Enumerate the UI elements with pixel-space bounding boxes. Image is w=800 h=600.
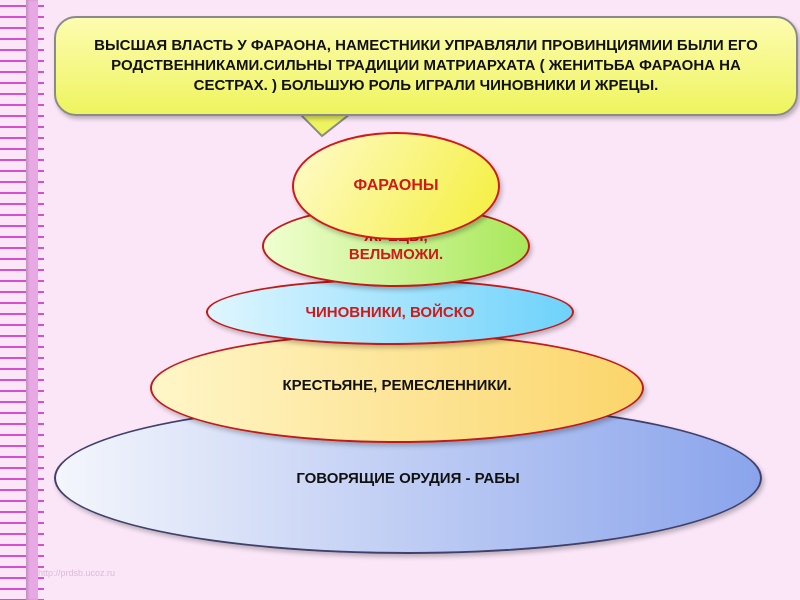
pyramid-level-officials: ЧИНОВНИКИ, ВОЙСКО: [206, 279, 574, 345]
pyramid-level-officials-label: ЧИНОВНИКИ, ВОЙСКО: [305, 303, 475, 321]
pyramid-level-pharaohs-label: ФАРАОНЫ: [353, 177, 439, 194]
pyramid-level-pharaohs: ФАРАОНЫ: [292, 132, 500, 240]
callout-text: ВЫСШАЯ ВЛАСТЬ У ФАРАОНА, НАМЕСТНИКИ УПРА…: [94, 37, 758, 94]
watermark: http://prdsb.ucoz.ru: [38, 568, 116, 578]
pyramid-level-peasants-label: КРЕСТЬЯНЕ, РЕМЕСЛЕННИКИ.: [282, 377, 512, 394]
callout-bubble: ВЫСШАЯ ВЛАСТЬ У ФАРАОНА, НАМЕСТНИКИ УПРА…: [54, 16, 798, 116]
notebook-binding-strip: [26, 0, 38, 600]
pyramid-level-slaves-label: ГОВОРЯЩИЕ ОРУДИЯ - РАБЫ: [296, 469, 520, 487]
pyramid-level-peasants: КРЕСТЬЯНЕ, РЕМЕСЛЕННИКИ.: [150, 333, 644, 443]
